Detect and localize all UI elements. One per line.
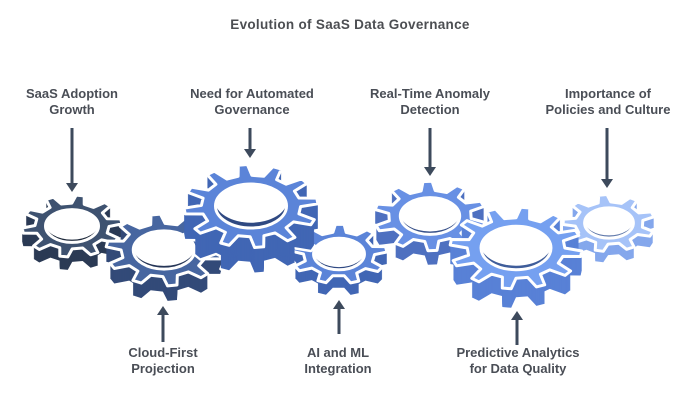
label-line: Detection: [400, 102, 460, 117]
label-line: Predictive Analytics: [456, 345, 580, 360]
arrow-down-7-icon: [601, 128, 613, 188]
label-line: Growth: [49, 102, 95, 117]
gear-7-icon: [561, 193, 656, 265]
label-line: Need for Automated: [190, 86, 314, 101]
gear-1-icon: [20, 193, 124, 273]
stage-label-need-for-automated-governance: Need for Automated Governance: [172, 86, 332, 118]
label-line: for Data Quality: [469, 361, 567, 376]
label-line: Projection: [131, 361, 195, 376]
label-line: Integration: [304, 361, 372, 376]
label-line: Policies and Culture: [545, 102, 671, 117]
stage-label-ai-and-ml-integration: AI and ML Integration: [258, 345, 418, 377]
label-line: Governance: [214, 102, 290, 117]
arrow-up-2-icon: [157, 306, 169, 342]
arrow-up-6-icon: [511, 311, 523, 345]
label-line: Cloud-First: [128, 345, 198, 360]
label-line: Real-Time Anomaly: [370, 86, 490, 101]
arrow-down-5-icon: [424, 128, 436, 176]
arrow-up-4-icon: [333, 300, 345, 334]
label-line: AI and ML: [306, 345, 370, 360]
label-line: SaaS Adoption: [26, 86, 118, 101]
arrow-down-1-icon: [66, 128, 78, 192]
gear-6-icon: [448, 205, 584, 311]
stage-label-predictive-analytics-for-data-quality: Predictive Analytics for Data Quality: [438, 345, 598, 377]
arrow-down-3-icon: [244, 128, 256, 158]
stage-label-saas-adoption-growth: SaaS Adoption Growth: [0, 86, 152, 118]
diagram-title: Evolution of SaaS Data Governance: [230, 17, 470, 32]
label-line: Importance of: [565, 86, 651, 101]
stage-label-cloud-first-projection: Cloud-First Projection: [83, 345, 243, 377]
stage-label-importance-of-policies-and-culture: Importance of Policies and Culture: [528, 86, 688, 118]
stage-label-real-time-anomaly-detection: Real-Time Anomaly Detection: [350, 86, 510, 118]
gear-3-icon: [182, 163, 320, 275]
